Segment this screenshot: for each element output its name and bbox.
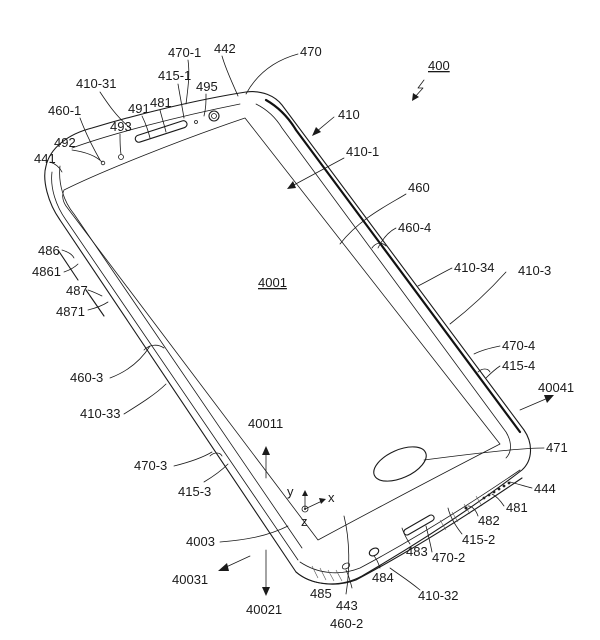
power-button (86, 290, 104, 316)
bottom-hatching (312, 496, 482, 581)
label-491: 491 (128, 101, 150, 116)
axis-y-label: y (287, 484, 294, 499)
label-40031: 40031 (172, 572, 208, 587)
label-444: 444 (534, 481, 556, 496)
display-area (63, 118, 500, 540)
sensor-495 (195, 121, 198, 124)
front-camera (209, 111, 219, 121)
label-441: 441 (34, 151, 56, 166)
outer-frame (45, 92, 531, 584)
label-410-1: 410-1 (346, 144, 379, 159)
axis-z-label: z (301, 514, 308, 529)
label-470: 470 (300, 44, 322, 59)
volume-button (58, 250, 78, 280)
label-410: 410 (338, 107, 360, 122)
reference-labels: 410-31 470-1 442 415-1 495 470 400 481 4… (32, 41, 574, 631)
port-485 (341, 562, 351, 571)
label-4871: 4871 (56, 304, 85, 319)
label-415-1: 415-1 (158, 68, 191, 83)
label-460: 460 (408, 180, 430, 195)
label-460-1: 460-1 (48, 103, 81, 118)
label-486: 486 (38, 243, 60, 258)
label-40021: 40021 (246, 602, 282, 617)
label-410-32: 410-32 (418, 588, 458, 603)
device-body (45, 92, 531, 585)
label-481-top: 481 (150, 95, 172, 110)
label-400: 400 (428, 58, 450, 73)
label-40011: 40011 (248, 416, 283, 431)
label-470-4: 470-4 (502, 338, 535, 353)
speaker-slot (134, 120, 188, 143)
label-4003: 4003 (186, 534, 215, 549)
label-485: 485 (310, 586, 332, 601)
label-4861: 4861 (32, 264, 61, 279)
label-415-4: 415-4 (502, 358, 535, 373)
label-410-3: 410-3 (518, 263, 551, 278)
right-edge-inner (256, 104, 511, 458)
axis-indicator: y x z (287, 484, 335, 529)
label-410-31: 410-31 (76, 76, 116, 91)
label-495: 495 (196, 79, 218, 94)
label-470-1: 470-1 (168, 45, 201, 60)
label-487: 487 (66, 283, 88, 298)
label-470-3: 470-3 (134, 458, 167, 473)
label-482: 482 (478, 513, 500, 528)
label-460-4: 460-4 (398, 220, 431, 235)
label-471: 471 (546, 440, 568, 455)
label-484: 484 (372, 570, 394, 585)
front-camera-inner (212, 114, 217, 119)
label-40041: 40041 (538, 380, 574, 395)
sensor-493 (119, 155, 124, 160)
usb-port (403, 514, 435, 536)
label-492: 492 (54, 135, 76, 150)
label-483: 483 (406, 544, 428, 559)
label-470-2: 470-2 (432, 550, 465, 565)
axis-x-label: x (328, 490, 335, 505)
mic-hole (465, 507, 468, 510)
label-443: 443 (336, 598, 358, 613)
label-4001: 4001 (258, 275, 287, 290)
label-415-2: 415-2 (462, 532, 495, 547)
label-481-bottom: 481 (506, 500, 528, 515)
label-493: 493 (110, 119, 132, 134)
label-460-2: 460-2 (330, 616, 363, 631)
label-410-34: 410-34 (454, 260, 494, 275)
label-410-33: 410-33 (80, 406, 120, 421)
label-415-3: 415-3 (178, 484, 211, 499)
home-button (369, 440, 432, 488)
label-442: 442 (214, 41, 236, 56)
left-edge-inner (52, 172, 298, 560)
label-460-3: 460-3 (70, 370, 103, 385)
